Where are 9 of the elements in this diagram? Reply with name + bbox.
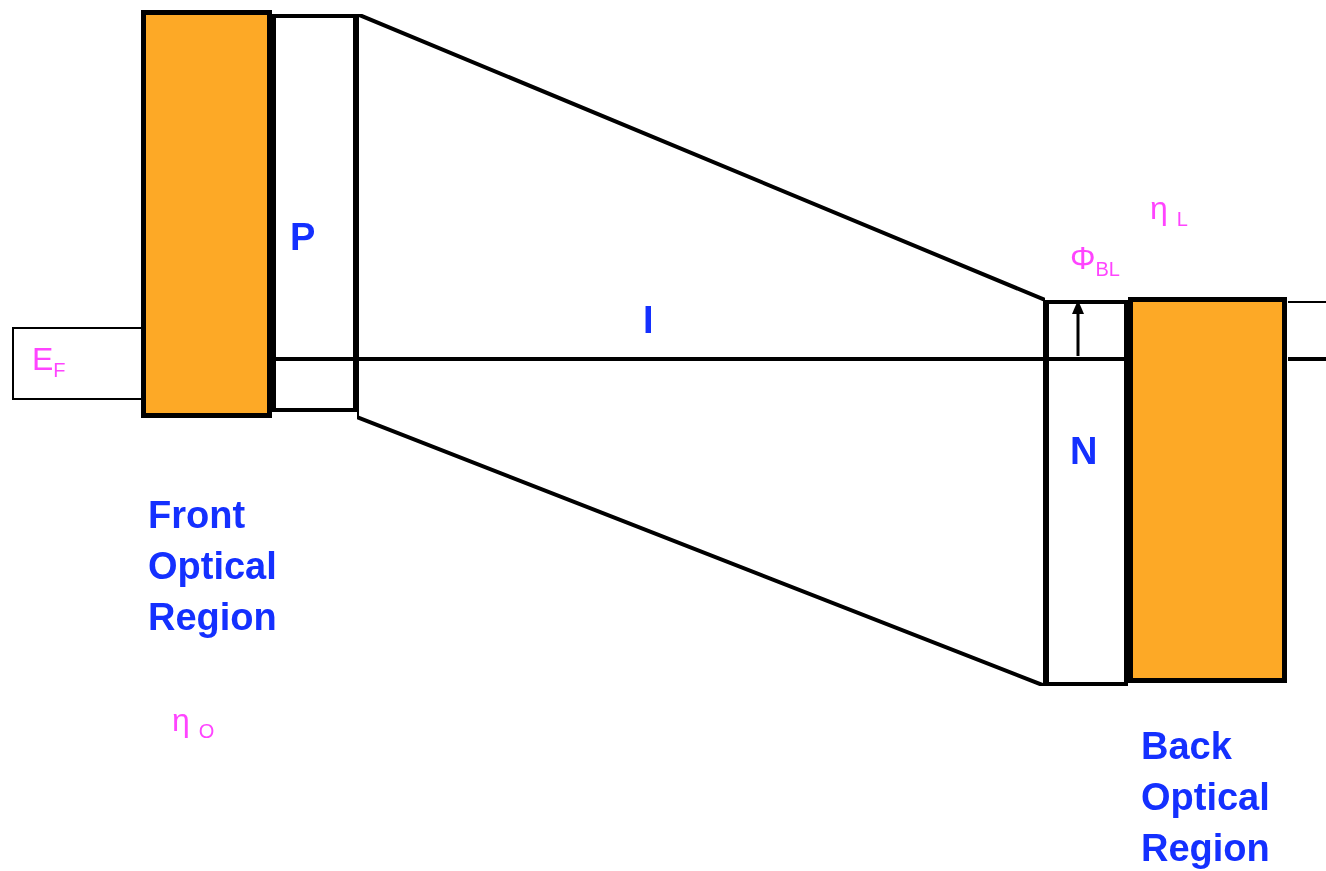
region-label: Front Optical Region [148, 493, 278, 640]
layer-label: N [1070, 429, 1098, 474]
barrier-height-symbol: Φ$_{BL}$ [1070, 240, 1120, 282]
efficiency-symbol: η $_{L}$ [1150, 190, 1188, 232]
layer-label: I [643, 298, 654, 343]
efficiency-symbol: η $_{O}$ [172, 702, 215, 744]
layer-label: P [290, 215, 316, 260]
region-label: Back Optical Region [1141, 724, 1271, 871]
fermi-level-symbol: E$_{F}$ [32, 341, 66, 383]
